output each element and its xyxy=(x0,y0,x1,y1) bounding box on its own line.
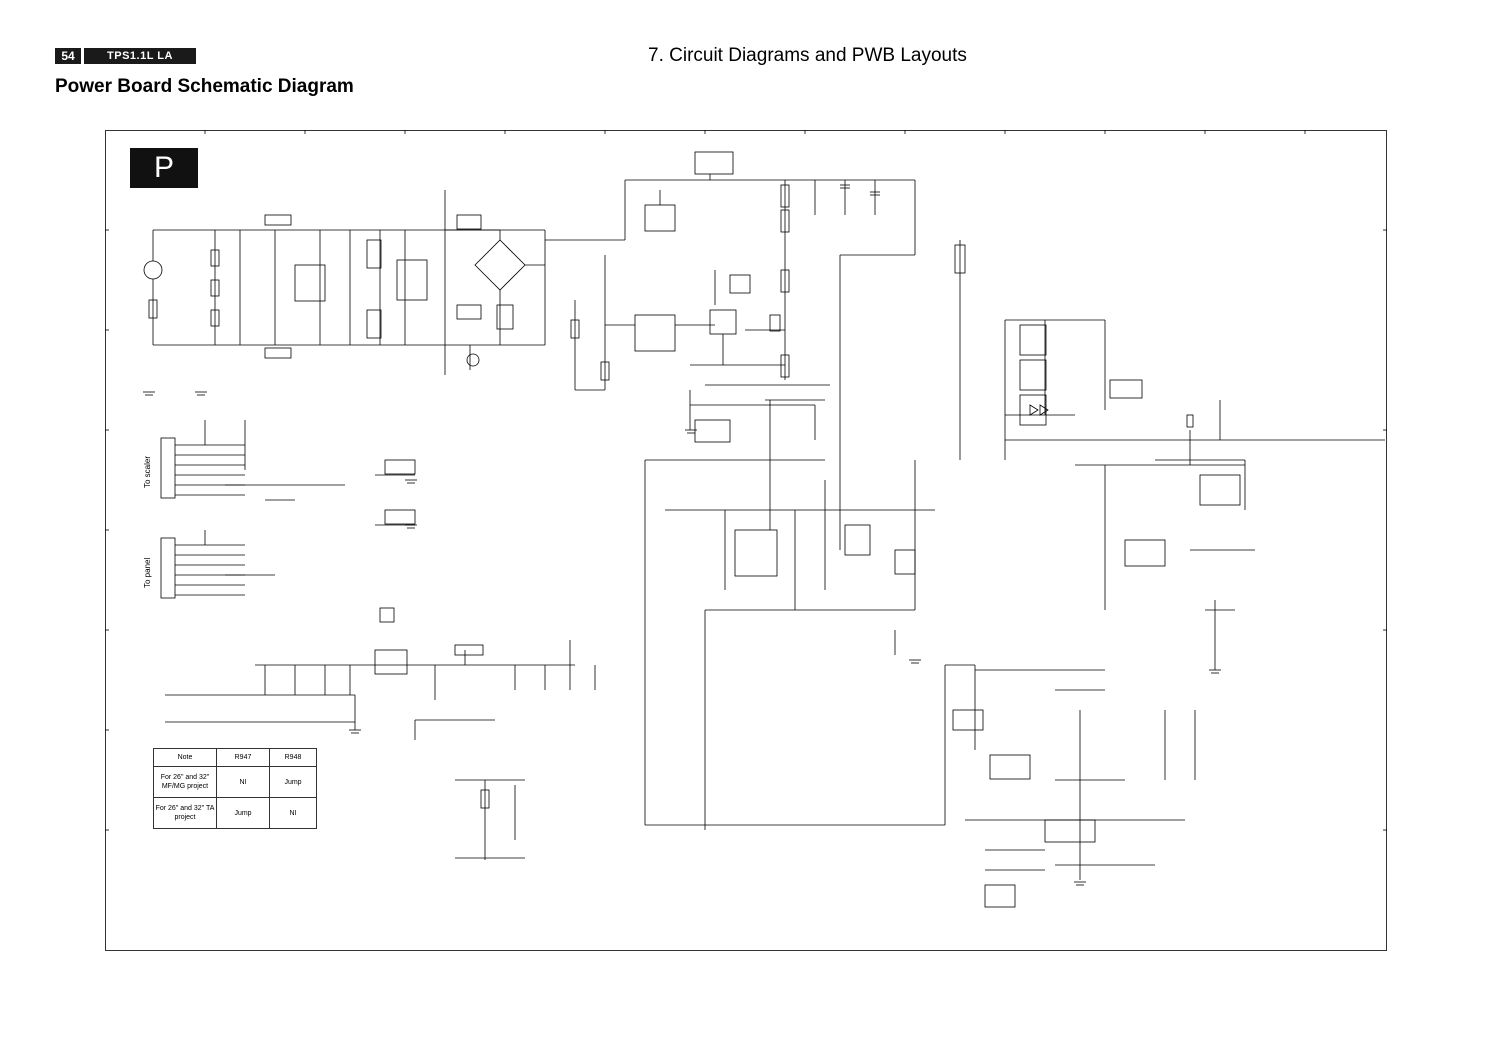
header-r947: R947 xyxy=(216,748,270,767)
note-cell: For 26" and 32" MF/MG project xyxy=(153,766,217,798)
transistor-stage xyxy=(455,779,525,860)
r947-cell: Jump xyxy=(216,797,270,829)
to-panel-label: To panel xyxy=(143,557,152,588)
header-note: Note xyxy=(153,748,217,767)
standby-regulator xyxy=(165,607,596,740)
table-row: For 26" and 32" TA project Jump NI xyxy=(153,797,317,829)
r947-cell: NI xyxy=(216,766,270,798)
pfc-section xyxy=(545,151,916,550)
note-table: Note R947 R948 For 26" and 32" MF/MG pro… xyxy=(153,748,317,829)
r948-cell: Jump xyxy=(269,766,317,798)
header-r948: R948 xyxy=(269,748,317,767)
table-row: For 26" and 32" MF/MG project NI Jump xyxy=(153,766,317,798)
emi-filter xyxy=(143,190,545,375)
controller-section xyxy=(644,384,945,830)
r948-cell: NI xyxy=(269,797,317,829)
chapter-title: 7. Circuit Diagrams and PWB Layouts xyxy=(648,45,967,66)
feedback-section xyxy=(944,664,1196,908)
page-title: Power Board Schematic Diagram xyxy=(55,76,354,97)
page-number: 54 xyxy=(55,48,81,64)
ground-symbols xyxy=(143,391,1221,886)
secondary-section xyxy=(954,240,1385,670)
note-cell: For 26" and 32" TA project xyxy=(153,797,217,829)
panel-connector xyxy=(160,530,275,599)
frame-ticks xyxy=(105,130,1387,831)
model-tag: TPS1.1L LA xyxy=(84,48,196,64)
schematic-frame xyxy=(105,130,1387,951)
schematic-drawing xyxy=(105,130,1387,908)
to-scaler-label: To scaler xyxy=(143,455,152,488)
bridge-rectifier xyxy=(445,229,546,345)
note-table-header: Note R947 R948 xyxy=(153,748,317,767)
schematic-badge: P xyxy=(130,148,198,188)
scaler-connector xyxy=(160,420,416,526)
